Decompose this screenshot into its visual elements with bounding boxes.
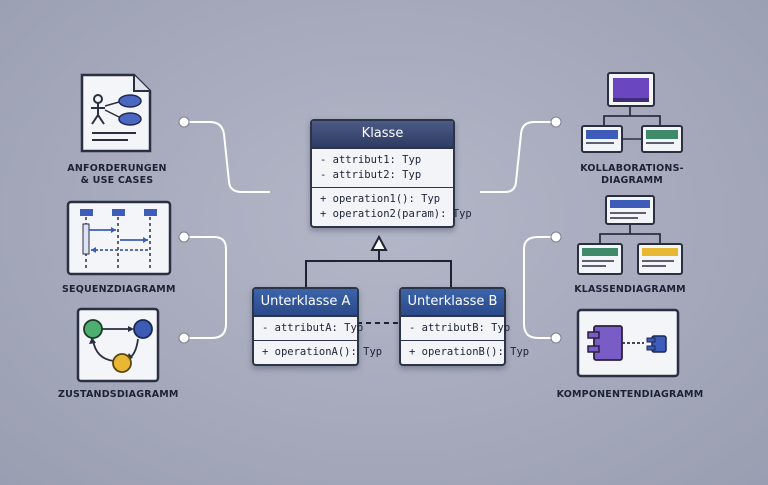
collaboration-diagram-icon: [581, 72, 683, 153]
label-component: KOMPONENTENDIAGRAMM: [556, 389, 704, 401]
label-line: KLASSENDIAGRAMM: [574, 284, 686, 295]
class-diagram-icon: [577, 195, 683, 275]
class-attribute: - attributB: Typ: [409, 322, 511, 334]
subclass-b-name: Unterklasse B: [401, 289, 504, 317]
label-state: ZUSTANDSDIAGRAMM: [58, 389, 178, 401]
uml-class-main[interactable]: Klasse - attribut1: Typ - attribut2: Typ…: [310, 119, 472, 228]
class-operation: + operation1(): Typ: [320, 193, 441, 205]
connector-dot: [178, 332, 190, 344]
connector-dot: [550, 116, 562, 128]
connector-dot: [550, 332, 562, 344]
class-name: Klasse: [312, 121, 453, 149]
label-line: ZUSTANDSDIAGRAMM: [58, 389, 179, 400]
label-line: ANFORDERUNGEN: [67, 163, 167, 174]
state-diagram-icon: [76, 307, 160, 383]
label-class: KLASSENDIAGRAMM: [568, 284, 692, 296]
component-diagram-icon: [576, 308, 680, 378]
connector-component: [523, 300, 556, 339]
label-collaboration: KOLLABORATIONS- DIAGRAMM: [572, 163, 692, 187]
connector-collaboration: [480, 121, 556, 193]
label-line: & USE CASES: [80, 175, 154, 186]
uml-subclass-b[interactable]: Unterklasse B - attributB: Typ + operati…: [399, 287, 530, 366]
subclass-a-attributes: - attributA: Typ: [254, 317, 364, 340]
class-attribute: - attribut1: Typ: [320, 154, 422, 166]
subclass-b-operations: + operationB(): Typ: [401, 340, 530, 364]
uml-subclass-a[interactable]: Unterklasse A - attributA: Typ + operati…: [252, 287, 383, 366]
label-line: KOMPONENTENDIAGRAMM: [556, 389, 704, 400]
use-case-document-icon: [80, 73, 152, 153]
subclass-b-attributes: - attributB: Typ: [401, 317, 511, 340]
class-operations: + operation1(): Typ + operation2(param):…: [312, 187, 472, 226]
connector-dot: [178, 231, 190, 243]
class-attribute: - attribut2: Typ: [320, 169, 422, 181]
label-sequence: SEQUENZDIAGRAMM: [62, 284, 176, 296]
inheritance-branch: [305, 260, 452, 288]
label-line: KOLLABORATIONS-: [580, 163, 684, 174]
label-line: DIAGRAMM: [601, 175, 663, 186]
connector-requirements: [184, 121, 270, 193]
class-operation: + operationB(): Typ: [409, 346, 530, 358]
class-operation: + operationA(): Typ: [262, 346, 383, 358]
inheritance-arrowhead: [370, 234, 388, 251]
class-attribute: - attributA: Typ: [262, 322, 364, 334]
connector-sequence: [184, 236, 227, 305]
subclass-a-name: Unterklasse A: [254, 289, 357, 317]
label-requirements: ANFORDERUNGEN & USE CASES: [62, 163, 172, 187]
connector-dot: [178, 116, 190, 128]
connector-dot: [550, 231, 562, 243]
sequence-diagram-icon: [66, 200, 172, 276]
class-operation: + operation2(param): Typ: [320, 208, 472, 220]
subclass-a-operations: + operationA(): Typ: [254, 340, 383, 364]
connector-class: [523, 236, 556, 305]
label-line: SEQUENZDIAGRAMM: [62, 284, 176, 295]
class-attributes: - attribut1: Typ - attribut2: Typ: [312, 149, 453, 187]
connector-state: [184, 300, 227, 339]
